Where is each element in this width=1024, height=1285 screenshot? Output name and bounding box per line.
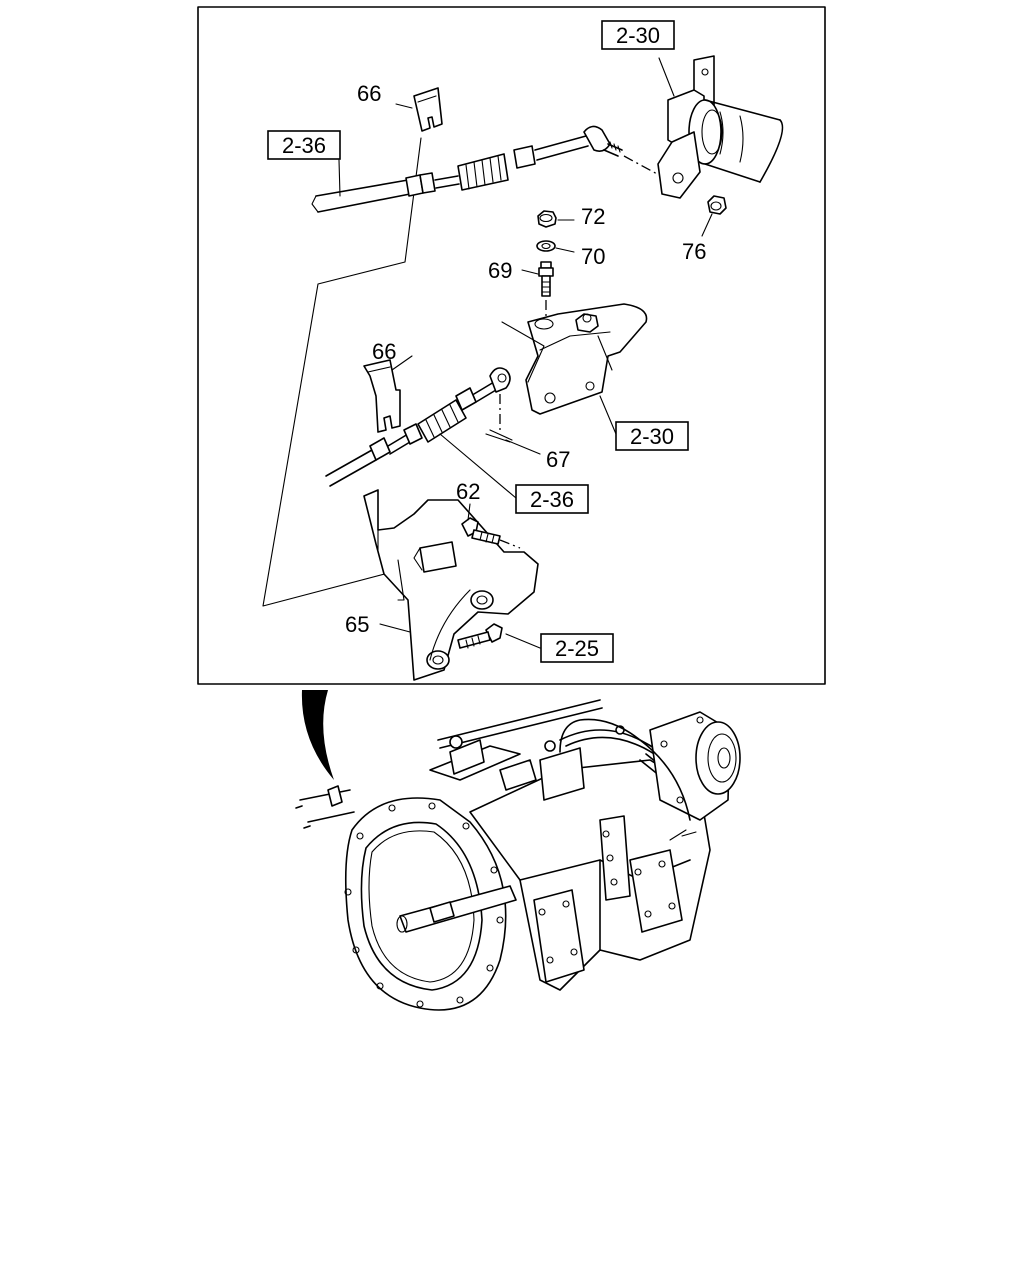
leader-62 xyxy=(467,503,471,521)
callout-69: 69 xyxy=(488,258,512,283)
clip-leader-line xyxy=(262,137,422,607)
leader-225 xyxy=(505,633,541,649)
transmission-assembly xyxy=(295,699,741,1011)
lower-shift-cable xyxy=(325,367,511,487)
detail-frame xyxy=(197,6,826,685)
ref-label: 2-30 xyxy=(630,424,674,449)
leader-69 xyxy=(521,269,539,275)
stud-69 xyxy=(538,261,554,297)
leader-67 xyxy=(505,439,541,455)
callout-72: 72 xyxy=(581,204,605,229)
leader-230a xyxy=(658,57,675,97)
ref-label: 2-30 xyxy=(616,23,660,48)
leader-76 xyxy=(701,213,713,237)
axis-line xyxy=(499,539,521,549)
pin-67 xyxy=(485,429,513,443)
bracket-leader xyxy=(501,321,545,383)
ref-box-2-25: 2-25 xyxy=(540,633,614,663)
washer-70 xyxy=(536,240,556,252)
pointer-arrow xyxy=(301,690,334,780)
clip-66-upper xyxy=(413,87,443,132)
callout-62: 62 xyxy=(456,479,480,504)
ref-label: 2-36 xyxy=(530,487,574,512)
leader-70 xyxy=(555,247,575,253)
leader-236b xyxy=(439,433,517,499)
leader-65 xyxy=(379,623,411,633)
callout-70: 70 xyxy=(581,244,605,269)
upper-shift-cable xyxy=(311,125,623,213)
callout-66-lower: 66 xyxy=(372,339,396,364)
ref-box-2-36-upper: 2-36 xyxy=(267,130,341,160)
ref-label: 2-25 xyxy=(555,636,599,661)
ref-box-2-30-lower: 2-30 xyxy=(615,421,689,451)
ref-box-2-30-upper: 2-30 xyxy=(601,20,675,50)
nut-72 xyxy=(537,210,557,228)
leader-236a xyxy=(338,159,341,197)
callout-67: 67 xyxy=(546,447,570,472)
callout-65: 65 xyxy=(345,612,369,637)
callout-66-upper: 66 xyxy=(357,81,381,106)
ref-label: 2-36 xyxy=(282,133,326,158)
mounting-bracket-65 xyxy=(363,489,539,681)
clip-66-lower xyxy=(363,359,401,433)
shaft-assembly-upper xyxy=(657,55,784,199)
nut-76 xyxy=(707,195,727,215)
leader-230b xyxy=(599,395,617,435)
leader-66b xyxy=(391,355,413,371)
mid-bracket xyxy=(525,303,648,415)
leader-66a xyxy=(395,103,413,109)
bolt-lower xyxy=(457,623,503,649)
callout-76: 76 xyxy=(682,239,706,264)
ref-box-2-36-lower: 2-36 xyxy=(515,484,589,514)
